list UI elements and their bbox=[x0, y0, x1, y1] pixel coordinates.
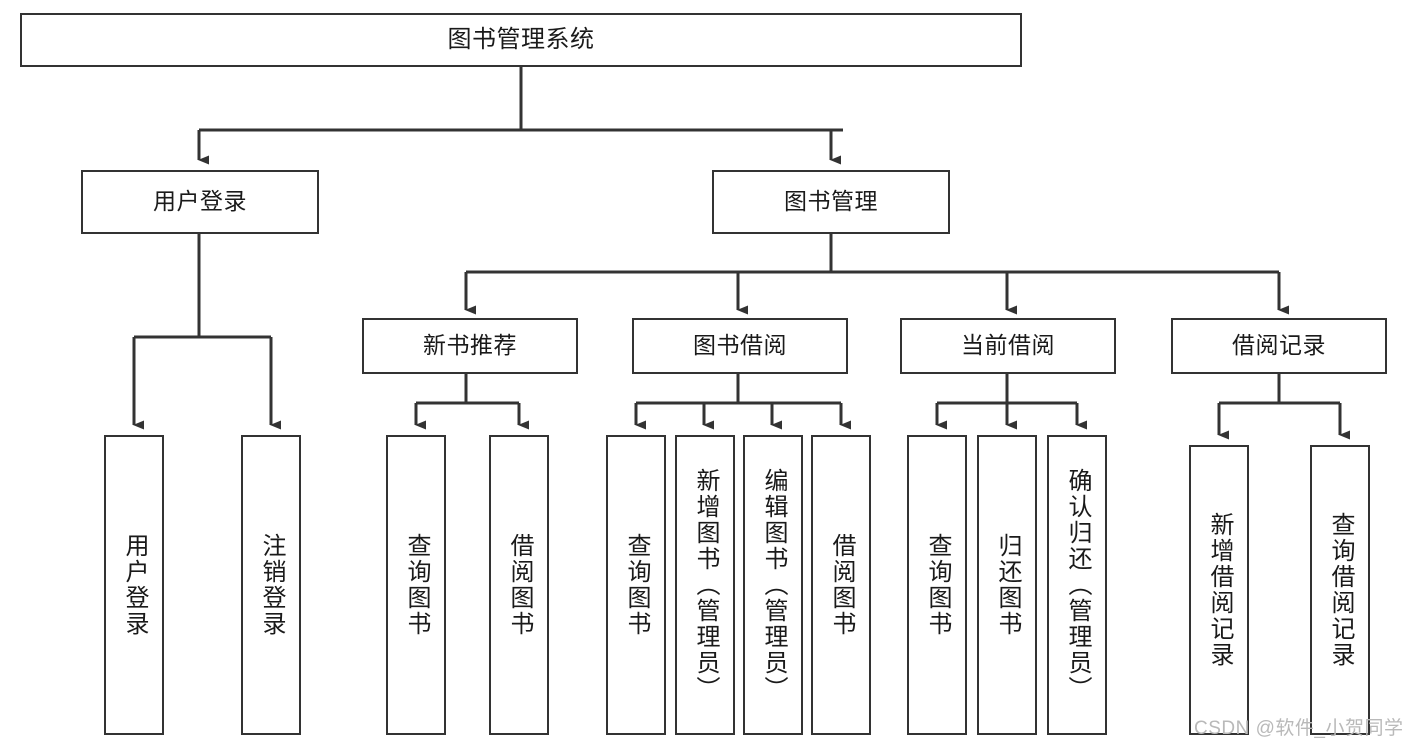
node-leaf-add-book[interactable]: 新增图书（管理员） bbox=[675, 435, 735, 735]
node-leaf-confirm-return-label: 确认归还（管理员） bbox=[1064, 468, 1091, 702]
node-user-login-label: 用户登录 bbox=[153, 188, 247, 215]
node-leaf-add-record-label: 新增借阅记录 bbox=[1206, 512, 1233, 668]
node-new-book-rec-label: 新书推荐 bbox=[423, 332, 517, 359]
node-book-borrow[interactable]: 图书借阅 bbox=[632, 318, 848, 374]
node-leaf-user-login[interactable]: 用户登录 bbox=[104, 435, 164, 735]
node-leaf-query-record-label: 查询借阅记录 bbox=[1327, 512, 1354, 668]
node-leaf-user-login-label: 用户登录 bbox=[121, 533, 148, 637]
node-user-login[interactable]: 用户登录 bbox=[81, 170, 319, 234]
node-book-borrow-label: 图书借阅 bbox=[693, 332, 787, 359]
watermark-text: CSDN @软件_小贺同学 bbox=[1194, 718, 1404, 739]
node-leaf-edit-book-label: 编辑图书（管理员） bbox=[760, 468, 787, 702]
node-leaf-query-book-1[interactable]: 查询图书 bbox=[386, 435, 446, 735]
node-leaf-borrow-book-2[interactable]: 借阅图书 bbox=[811, 435, 871, 735]
node-current-borrow-label: 当前借阅 bbox=[961, 332, 1055, 359]
node-leaf-logout-label: 注销登录 bbox=[258, 533, 285, 637]
node-leaf-query-book-2-label: 查询图书 bbox=[623, 533, 650, 637]
node-leaf-add-book-label: 新增图书（管理员） bbox=[692, 468, 719, 702]
node-root-label: 图书管理系统 bbox=[447, 25, 595, 53]
node-root[interactable]: 图书管理系统 bbox=[20, 13, 1022, 67]
node-leaf-query-book-3-label: 查询图书 bbox=[924, 533, 951, 637]
node-leaf-borrow-book-1[interactable]: 借阅图书 bbox=[489, 435, 549, 735]
node-leaf-borrow-book-1-label: 借阅图书 bbox=[506, 533, 533, 637]
node-leaf-borrow-book-2-label: 借阅图书 bbox=[828, 533, 855, 637]
node-leaf-query-book-1-label: 查询图书 bbox=[403, 533, 430, 637]
node-leaf-query-book-3[interactable]: 查询图书 bbox=[907, 435, 967, 735]
node-current-borrow[interactable]: 当前借阅 bbox=[900, 318, 1116, 374]
node-leaf-logout[interactable]: 注销登录 bbox=[241, 435, 301, 735]
node-borrow-record-label: 借阅记录 bbox=[1232, 332, 1326, 359]
node-book-manage-label: 图书管理 bbox=[784, 188, 878, 215]
node-borrow-record[interactable]: 借阅记录 bbox=[1171, 318, 1387, 374]
node-leaf-return-book[interactable]: 归还图书 bbox=[977, 435, 1037, 735]
node-leaf-add-record[interactable]: 新增借阅记录 bbox=[1189, 445, 1249, 735]
node-leaf-query-book-2[interactable]: 查询图书 bbox=[606, 435, 666, 735]
node-book-manage[interactable]: 图书管理 bbox=[712, 170, 950, 234]
node-leaf-query-record[interactable]: 查询借阅记录 bbox=[1310, 445, 1370, 735]
node-new-book-rec[interactable]: 新书推荐 bbox=[362, 318, 578, 374]
node-leaf-return-book-label: 归还图书 bbox=[994, 533, 1021, 637]
node-leaf-edit-book[interactable]: 编辑图书（管理员） bbox=[743, 435, 803, 735]
node-leaf-confirm-return[interactable]: 确认归还（管理员） bbox=[1047, 435, 1107, 735]
